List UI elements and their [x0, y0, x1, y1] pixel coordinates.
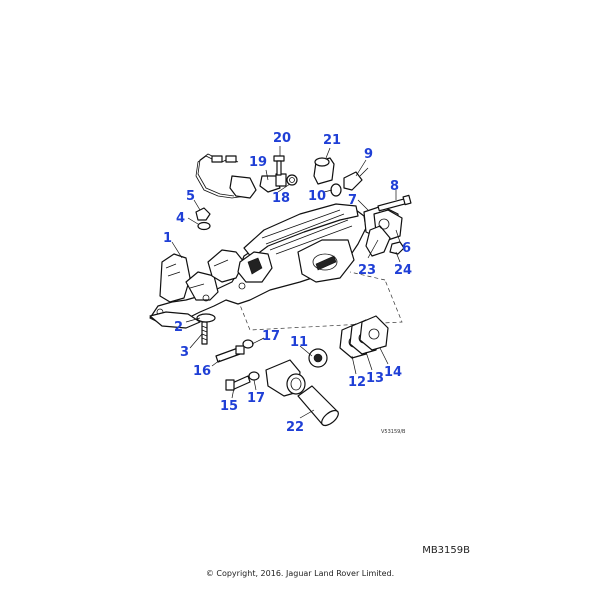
washer-4: [197, 221, 211, 231]
callout-12: 12: [348, 375, 366, 390]
callout-10: 10: [308, 189, 326, 204]
callout-9: 9: [364, 147, 373, 162]
bolt-8: [377, 194, 412, 212]
callout-19: 19: [249, 155, 267, 170]
callout-15: 15: [220, 399, 238, 414]
callout-4: 4: [176, 211, 185, 226]
callout-numbers: 1 2 3 4 5 6 7 8 9 10 11 12 13 14 15 16 1…: [163, 131, 412, 435]
nut-24: [389, 241, 405, 255]
sensor-9: [343, 167, 369, 191]
stud-3: [201, 321, 208, 345]
callout-5: 5: [186, 189, 195, 204]
callout-6: 6: [402, 241, 411, 256]
callout-1: 1: [163, 231, 172, 246]
callout-20: 20: [273, 131, 291, 146]
callout-8: 8: [390, 179, 399, 194]
stud-16: [215, 345, 245, 363]
leader-lines: [171, 146, 401, 419]
callout-23: 23: [358, 263, 376, 278]
callout-22: 22: [286, 420, 304, 435]
elbow-fitting: [313, 157, 335, 185]
callout-14: 14: [384, 365, 402, 380]
callout-16: 16: [193, 364, 211, 379]
figure-reference: V53159/B: [381, 429, 406, 435]
callout-7: 7: [348, 193, 357, 208]
callout-24: 24: [394, 263, 412, 278]
washer-17-upper: [242, 339, 254, 349]
throttle-adaptor-stack: [363, 205, 403, 257]
sealing-washer: [330, 183, 342, 197]
callout-17-upper: 17: [262, 329, 280, 344]
wiring-harness: [195, 153, 257, 199]
gaskets-12-13-14: [339, 315, 389, 359]
copyright-notice: © Copyright, 2016. Jaguar Land Rover Lim…: [205, 569, 395, 578]
bolt-15: [225, 375, 251, 391]
callout-17-lower: 17: [247, 391, 265, 406]
bolt-20: [273, 155, 285, 176]
intake-manifold: [149, 203, 367, 329]
washer-2: [196, 313, 216, 323]
coolant-housing: [265, 359, 306, 397]
thermostat: [308, 348, 328, 368]
callout-3: 3: [180, 345, 189, 360]
callout-13: 13: [366, 371, 384, 386]
washer-17-lower: [248, 371, 260, 381]
temperature-sensor: [259, 173, 298, 193]
callout-18: 18: [272, 191, 290, 206]
callout-2: 2: [174, 320, 183, 335]
nut-5: [195, 207, 211, 221]
diagram-code: MB3159B: [422, 545, 470, 556]
callout-11: 11: [290, 335, 308, 350]
callout-21: 21: [323, 133, 341, 148]
hose-22: [297, 385, 339, 427]
